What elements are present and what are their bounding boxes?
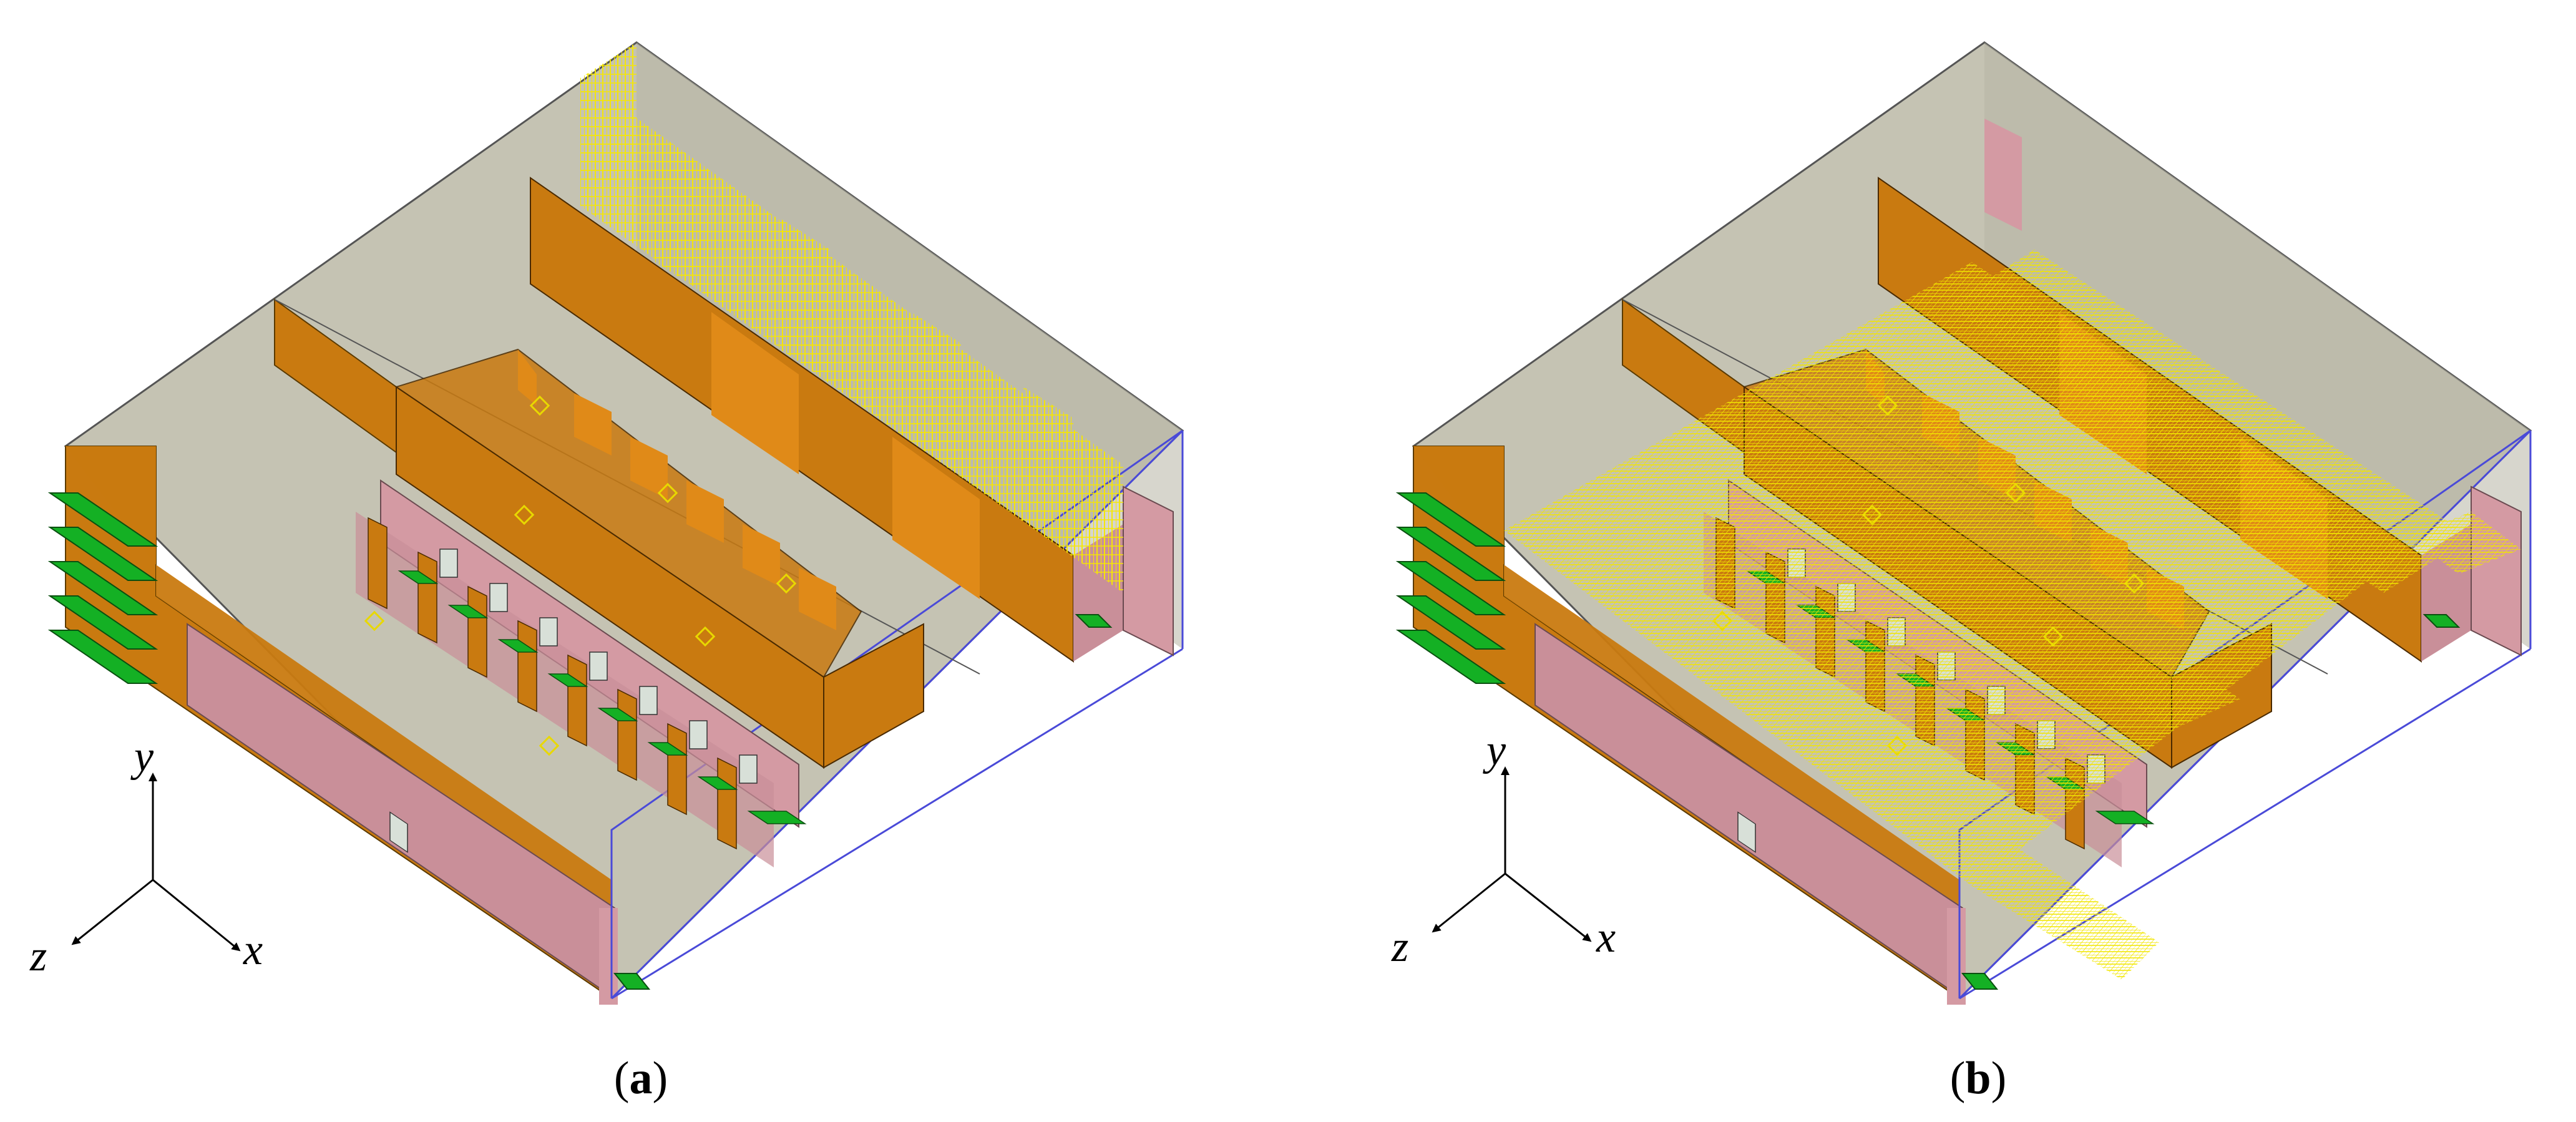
x-axis-arrow <box>1505 872 1592 942</box>
caption-a: (a) <box>614 1053 668 1104</box>
axis-label-y: y <box>130 733 154 781</box>
x-axis-arrow <box>152 879 241 952</box>
horizontal-grid-planes <box>1504 250 2521 980</box>
back-pink-column <box>1984 119 2022 231</box>
z-axis-arrow <box>71 879 154 945</box>
axis-label-z: z <box>1391 923 1408 971</box>
axes-triad <box>1432 766 1592 942</box>
caption-letter-a: a <box>630 1053 653 1104</box>
z-axis-arrow <box>1432 872 1506 933</box>
axis-label-y: y <box>1483 726 1506 774</box>
panel-b: y z x (b) <box>1391 41 2532 1104</box>
axis-label-x: x <box>1596 914 1616 962</box>
axis-label-z: z <box>29 932 47 980</box>
axes-triad <box>71 773 241 952</box>
axis-label-x: x <box>243 926 263 974</box>
caption-b: (b) <box>1950 1053 2006 1104</box>
caption-letter-b: b <box>1965 1053 1991 1104</box>
vertical-grid-slabs <box>580 42 1123 593</box>
panel-a: y z x (a) <box>29 41 1184 1104</box>
